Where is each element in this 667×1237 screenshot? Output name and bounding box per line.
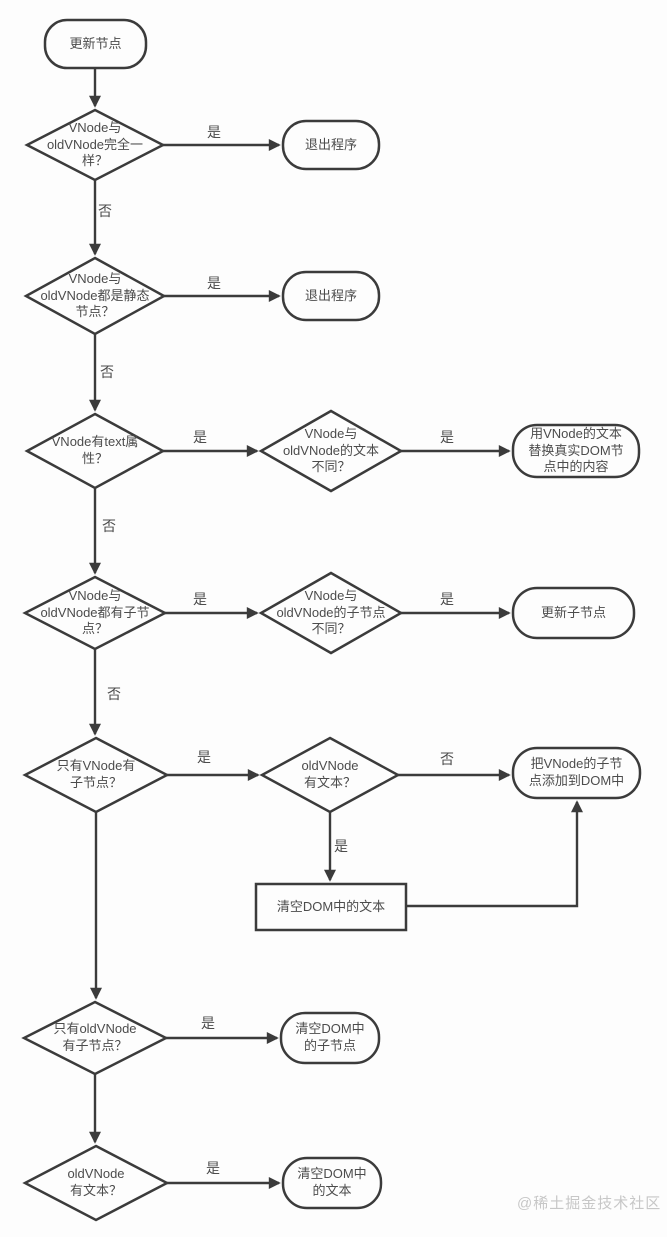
edge-label-yes-3: 是 <box>193 429 207 445</box>
edge-label-yes-7: 是 <box>197 749 211 765</box>
decision-vnode-has-text-shape <box>24 412 166 490</box>
clear-dom-text-shape <box>281 1156 383 1210</box>
decision-only-oldvnode-children-shape <box>21 1000 169 1076</box>
clear-dom-text-process-shape <box>254 882 408 932</box>
juejin-watermark: @稀土掘金技术社区 <box>517 1195 662 1212</box>
edge-clear-text-to-add-children <box>406 800 583 908</box>
edge-label-yes-1: 是 <box>207 124 221 140</box>
edge-lines <box>89 68 583 1189</box>
edge-label-yes-4: 是 <box>440 429 454 445</box>
exit-program-1-shape <box>281 119 381 171</box>
node-shapes <box>21 18 642 1222</box>
decision-oldvnode-has-text-2-shape <box>22 1144 170 1222</box>
decision-oldvnode-has-text-shape <box>259 736 401 814</box>
decision-only-vnode-children-shape <box>22 736 170 814</box>
decision-text-different-shape <box>258 409 404 493</box>
edge-label-yes-2: 是 <box>207 275 221 291</box>
edge-label-yes-6: 是 <box>440 591 454 607</box>
exit-program-2-shape <box>281 270 381 322</box>
edge-label-no-5: 否 <box>440 751 454 767</box>
edge-label-yes-5: 是 <box>193 591 207 607</box>
decision-children-different-shape <box>258 571 404 655</box>
add-children-to-dom-shape <box>511 746 642 800</box>
decision-vnode-identical-shape <box>24 108 166 182</box>
edge-label-yes-9: 是 <box>201 1015 215 1031</box>
decision-both-have-children-shape <box>22 575 168 651</box>
edge-label-yes-10: 是 <box>206 1160 220 1176</box>
edge-label-no-2: 否 <box>100 364 114 380</box>
edge-label-yes-8: 是 <box>334 838 348 854</box>
edge-label-no-4: 否 <box>107 686 121 702</box>
replace-dom-text-shape <box>511 423 641 479</box>
update-children-shape <box>511 586 636 640</box>
clear-dom-children-shape <box>279 1011 381 1065</box>
start-terminator-shape <box>43 18 148 70</box>
decision-static-nodes-shape <box>23 256 167 336</box>
edge-label-no-1: 否 <box>98 203 112 219</box>
edge-label-no-3: 否 <box>102 518 116 534</box>
